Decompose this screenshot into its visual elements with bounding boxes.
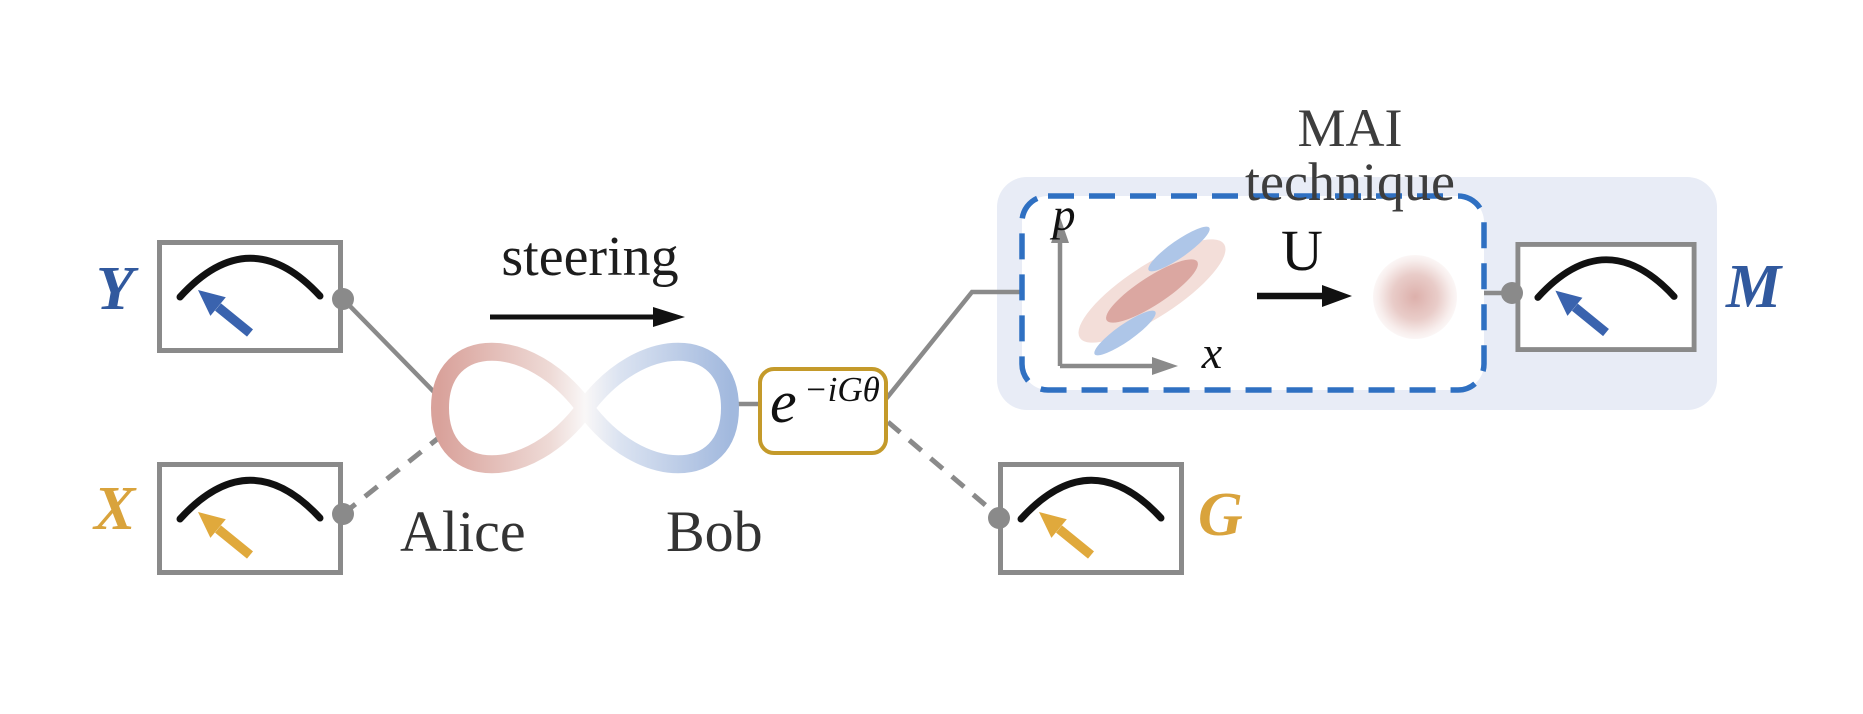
meter-arc [176, 254, 324, 301]
connector-x-to-state-dashed-line [341, 434, 443, 516]
gate-box: e −iGθ [758, 367, 888, 455]
meter-needle-icon [1555, 290, 1609, 337]
p-axis-label: p [1052, 189, 1076, 240]
meter-arc [1017, 476, 1165, 523]
mai-title: MAI technique [1245, 98, 1455, 212]
meter-g [998, 462, 1184, 575]
unitary-label: U [1281, 218, 1323, 283]
node-dot-m [1501, 282, 1523, 304]
meter-m [1512, 242, 1700, 352]
steering-label: steering [501, 226, 679, 288]
meter-arc [1534, 256, 1678, 301]
phase-space-axes-icon [1051, 217, 1178, 375]
output-state-icon [1373, 255, 1457, 339]
meter-arc [176, 476, 324, 523]
node-dot-g [988, 507, 1010, 529]
meter-needle-icon [198, 512, 253, 559]
meter-x [157, 462, 343, 575]
x-axis-label: x [1201, 327, 1223, 378]
connector-y-to-state-line [341, 297, 438, 396]
meter-y-label: Y [96, 255, 134, 323]
mai-dashed-box [1019, 193, 1487, 393]
meter-g-label: G [1198, 481, 1243, 549]
meter-m-label: M [1726, 253, 1782, 321]
steering-arrow-icon [490, 307, 685, 327]
connector-gate-to-g-dashed-line [886, 420, 999, 517]
squeezed-state-icon [1078, 226, 1226, 356]
entangled-state-infinity-icon [431, 342, 739, 474]
alice-label: Alice [400, 499, 526, 564]
gate-exponent: −iGθ [804, 370, 880, 409]
dashed-border-rect [1019, 193, 1487, 393]
meter-x-label: X [94, 475, 136, 543]
node-dot-y [332, 288, 354, 310]
connector-gate-to-mai-line [884, 289, 1024, 401]
unitary-arrow-icon [1257, 285, 1352, 307]
meter-needle-icon [1039, 512, 1094, 559]
meter-y [157, 240, 343, 353]
meter-needle-icon [198, 290, 253, 337]
node-dot-x [332, 503, 354, 525]
bob-label: Bob [666, 499, 763, 564]
gate-base: e [770, 369, 797, 435]
